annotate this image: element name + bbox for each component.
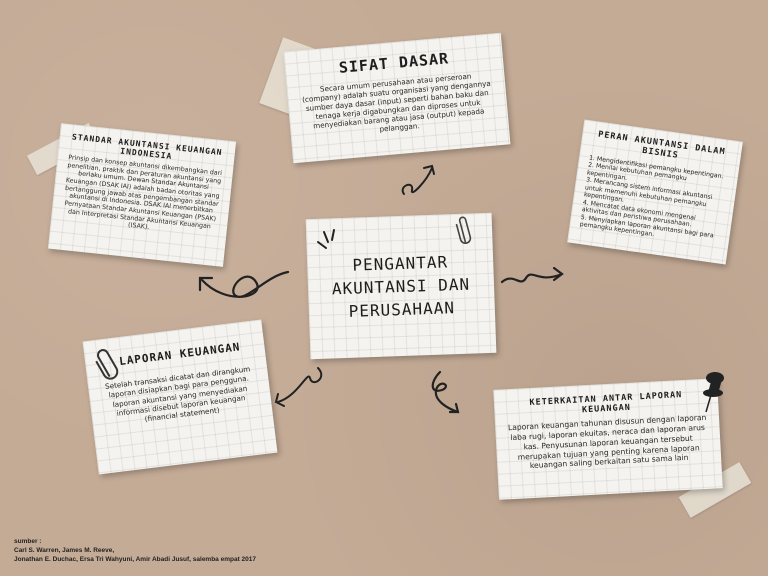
arrow-icon	[431, 370, 460, 414]
arrow-icon	[401, 164, 435, 195]
spark-icon	[317, 229, 335, 249]
arrow-icon	[500, 266, 564, 284]
keterkaitan-text: Laporan keuangan tahunan disusun dengan …	[507, 412, 707, 471]
source-line: Jonathan E. Duchac, Ersa Tri Wahyuni, Am…	[14, 555, 257, 563]
sifat-dasar-text: Secara umum perusahaan atau perseroan (c…	[301, 71, 492, 134]
card-laporan-keuangan: LAPORAN KEUANGAN Setelah transaksi dicat…	[82, 319, 278, 475]
peran-list: 1. Mengidentifikasi pemangku kepentingan…	[579, 155, 728, 248]
source-line: Carl S. Warren, James M. Reeve,	[14, 546, 115, 554]
standar-text: Prinsip dan konsep akuntansi dikembangka…	[64, 154, 223, 232]
source-citation: sumber : Carl S. Warren, James M. Reeve,…	[14, 538, 256, 564]
center-title: PENGANTAR AKUNTANSI DAN PERUSAHAAN	[331, 252, 471, 322]
paperclip-icon	[95, 349, 119, 380]
card-keterkaitan: KETERKAITAN ANTAR LAPORAN KEUANGAN Lapor…	[493, 378, 723, 500]
arrow-icon	[198, 270, 290, 298]
paperclip-icon	[455, 216, 472, 244]
pushpin-icon	[703, 372, 724, 413]
source-label: sumber :	[14, 538, 42, 545]
card-standar-akuntansi: STANDAR AKUNTANSI KEUANGAN INDONESIA Pri…	[47, 123, 237, 267]
card-peran-akuntansi: PERAN AKUNTANSI DALAM BISNIS 1. Mengiden…	[567, 119, 743, 265]
card-sifat-dasar: SIFAT DASAR Secara umum perusahaan atau …	[283, 32, 511, 164]
laporan-text: Setelah transaksi dicatat dan dirangkum …	[104, 364, 251, 424]
arrow-icon	[274, 367, 323, 407]
